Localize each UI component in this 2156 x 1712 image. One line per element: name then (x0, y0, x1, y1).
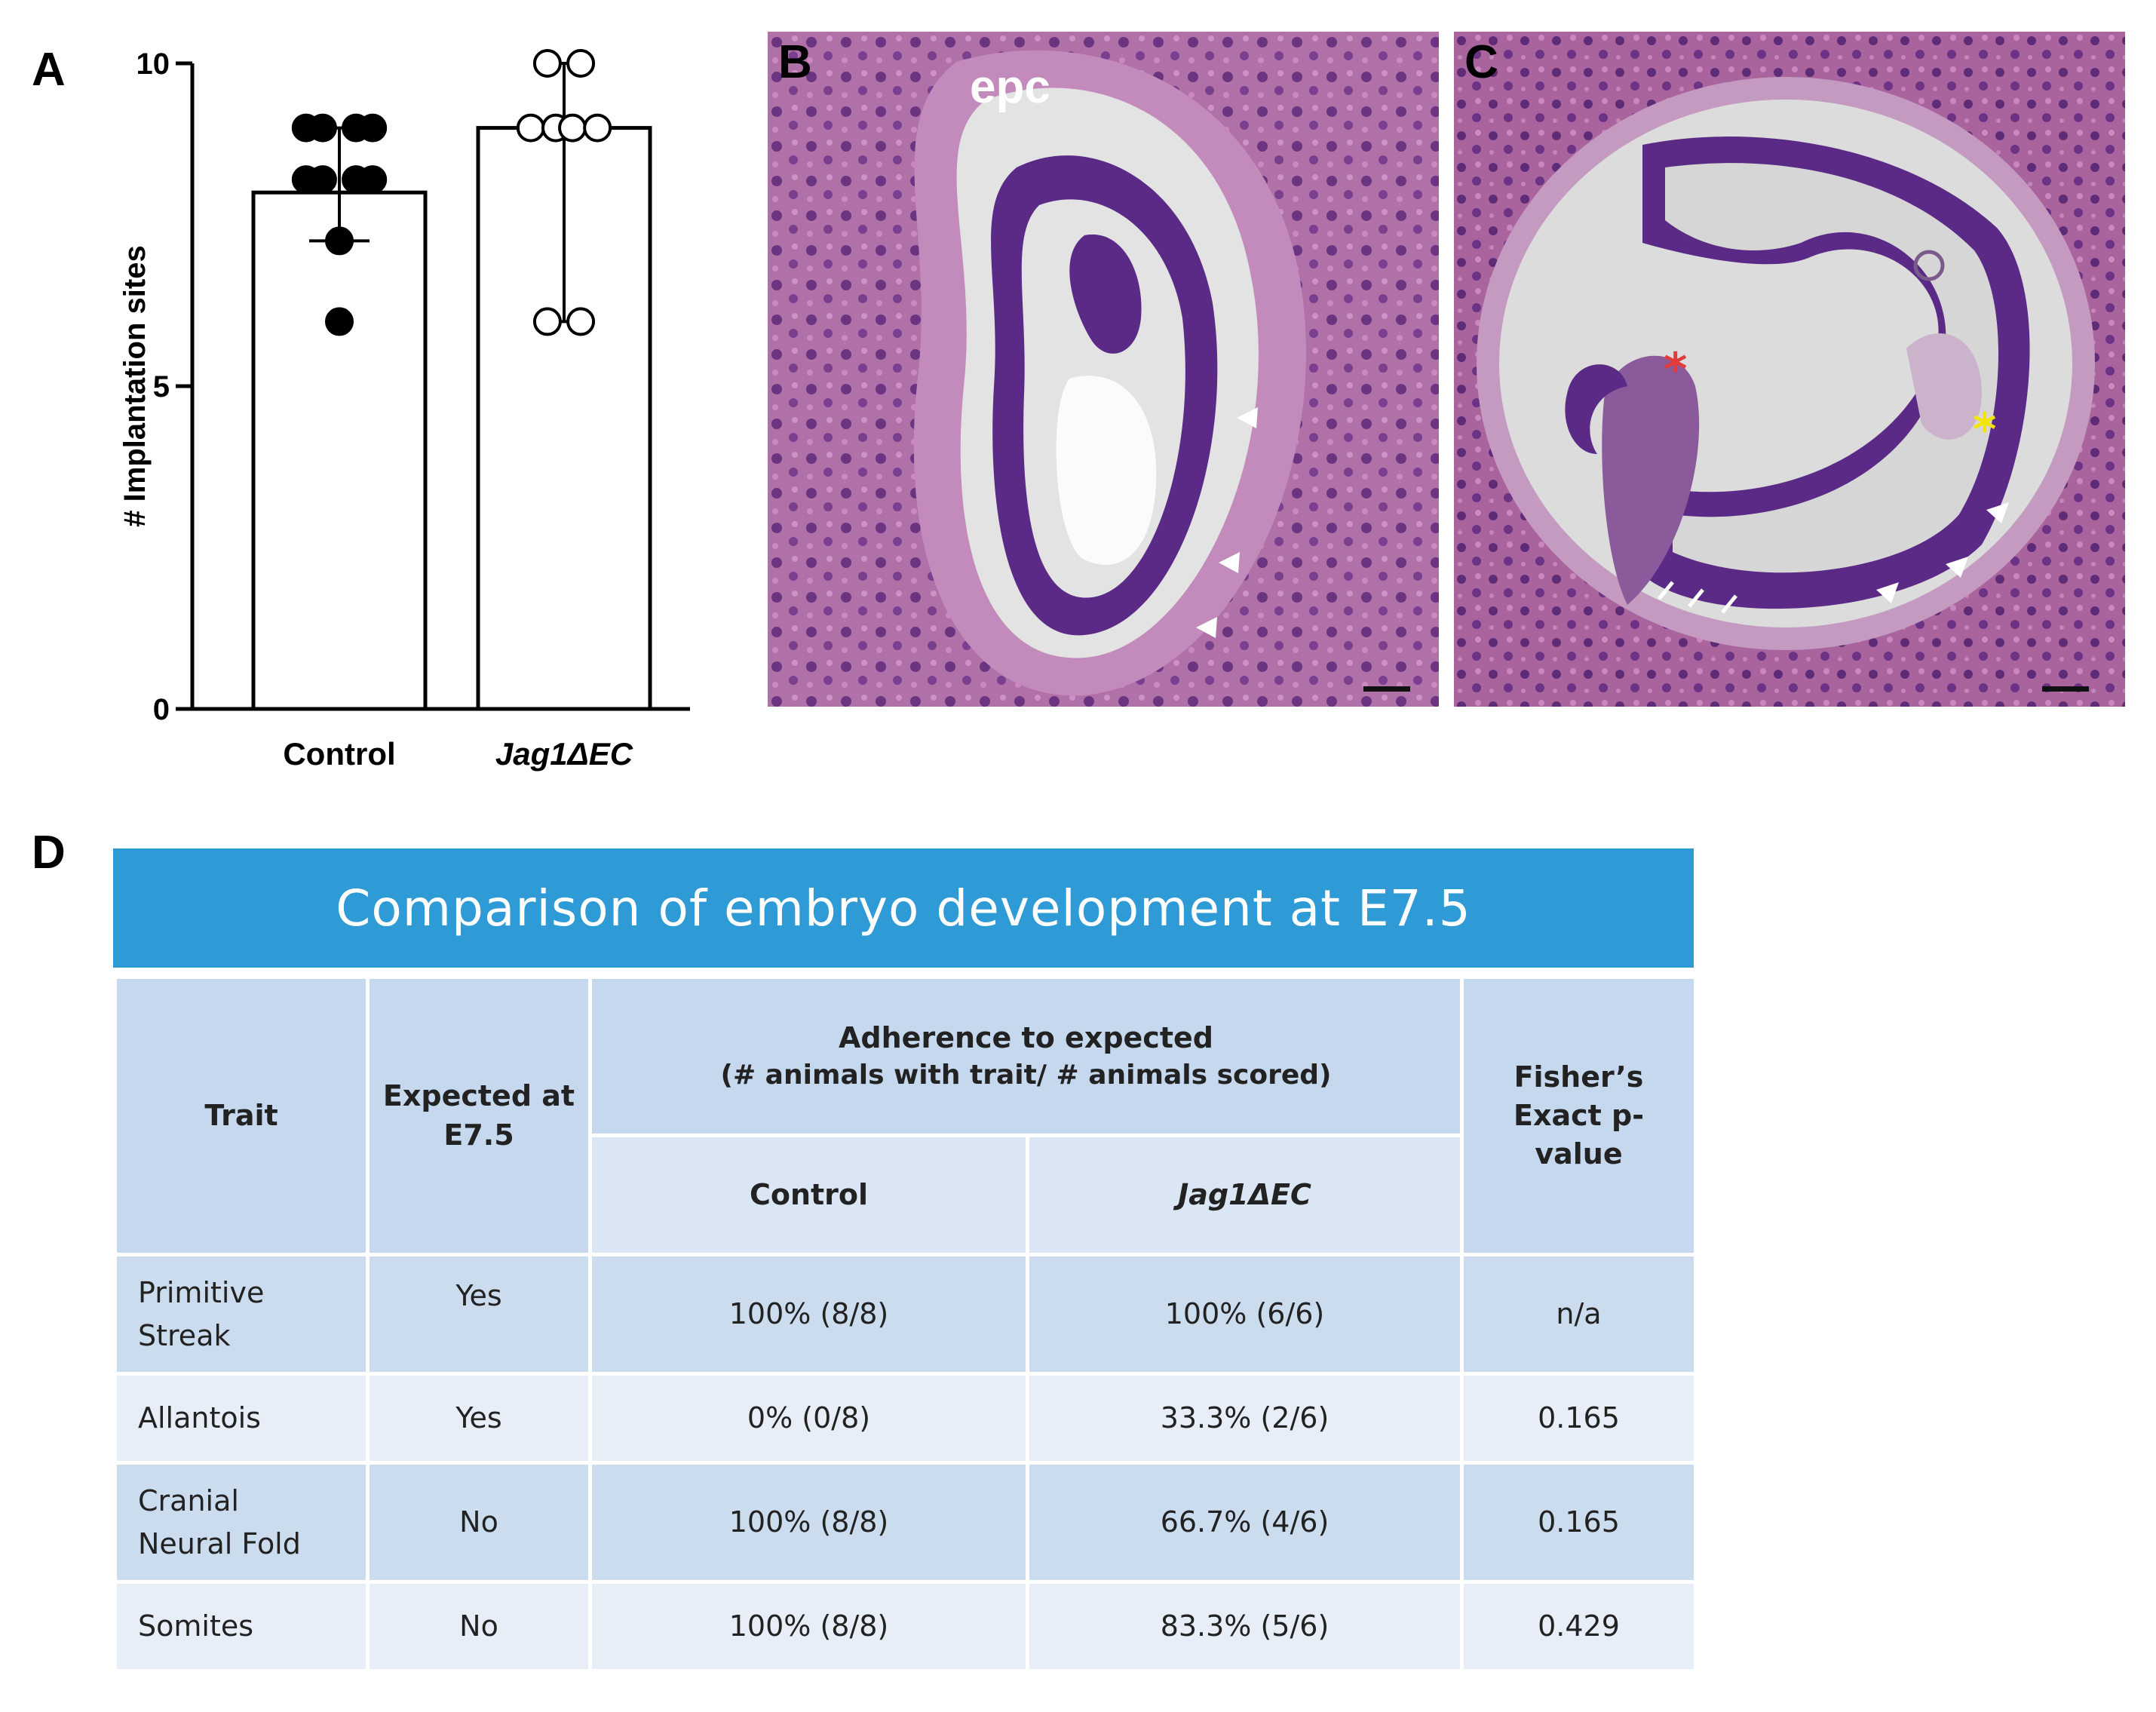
table-title: Comparison of embryo development at E7.5 (113, 848, 1694, 968)
trait-line-1: Cranial (138, 1483, 239, 1517)
category-label: Control (283, 736, 395, 772)
cell-mutant: 33.3% (2/6) (1026, 1372, 1464, 1465)
table-row: Cranial Neural Fold No 100% (8/8) 66.7% … (113, 1461, 1698, 1584)
trait-line-1: Primitive (138, 1275, 265, 1309)
table-row: Somites No 100% (8/8) 83.3% (5/6) 0.429 (113, 1580, 1698, 1673)
y-tick-label: 5 (153, 370, 170, 403)
header-mutant: Jag1ΔEC (1026, 1134, 1464, 1256)
header-expected: Expected at E7.5 (366, 975, 592, 1256)
cell-mutant: 66.7% (4/6) (1026, 1461, 1464, 1584)
cell-expected: Yes (366, 1372, 592, 1465)
data-point (558, 113, 587, 143)
trait-table: Trait Expected at E7.5 Adherence to expe… (113, 975, 1698, 1673)
header-adherence-sub: (# animals with trait/ # animals scored) (720, 1059, 1332, 1091)
panel-letter-a: A (32, 44, 66, 96)
cell-trait: Cranial Neural Fold (113, 1461, 370, 1584)
data-point (566, 49, 596, 78)
micrograph-c: * * C (1454, 32, 2125, 707)
cell-control: 100% (8/8) (588, 1253, 1029, 1376)
red-asterisk-icon: * (1664, 343, 1687, 396)
category-label: Jag1ΔEC (495, 736, 633, 772)
micrograph-b-image (768, 32, 1439, 707)
header-fisher-line-2: Exact p- (1513, 1098, 1644, 1132)
panel-letter-b: B (778, 36, 812, 88)
data-point (358, 165, 388, 195)
panel-letter-d: D (32, 827, 66, 879)
table-row: Primitive Streak Yes 100% (8/8) 100% (6/… (113, 1253, 1698, 1376)
cell-trait: Primitive Streak (113, 1253, 370, 1376)
epc-label: epc (970, 61, 1050, 113)
y-tick-label: 10 (136, 48, 170, 81)
cell-expected: No (366, 1461, 592, 1584)
panel-letter-c: C (1464, 36, 1498, 88)
micrograph-b: B epc (768, 32, 1439, 707)
cell-p-value: 0.165 (1460, 1461, 1698, 1584)
header-adherence: Adherence to expected (# animals with tr… (588, 975, 1464, 1137)
cell-mutant: 100% (6/6) (1026, 1253, 1464, 1376)
cell-mutant: 83.3% (5/6) (1026, 1580, 1464, 1673)
header-fisher-line-1: Fisher’s (1513, 1060, 1644, 1094)
cell-trait: Allantois (113, 1372, 370, 1465)
cell-trait: Somites (113, 1580, 370, 1673)
data-point (308, 113, 337, 143)
header-fisher: Fisher’s Exact p- value (1460, 975, 1698, 1256)
cell-p-value: 0.165 (1460, 1372, 1698, 1465)
cell-expected: Yes (366, 1253, 592, 1376)
trait-line-2: Streak (138, 1318, 231, 1352)
yellow-asterisk-icon: * (1973, 403, 1996, 456)
cell-control: 0% (0/8) (588, 1372, 1029, 1465)
data-point (325, 226, 354, 256)
cell-expected: No (366, 1580, 592, 1673)
cell-control: 100% (8/8) (588, 1461, 1029, 1584)
header-fisher-line-3: value (1535, 1137, 1623, 1171)
trait-line-1: Somites (138, 1609, 254, 1643)
data-point (532, 49, 562, 78)
cell-p-value: 0.429 (1460, 1580, 1698, 1673)
trait-line-2: Neural Fold (138, 1526, 301, 1560)
data-point (358, 113, 388, 143)
header-adherence-title: Adherence to expected (839, 1020, 1213, 1054)
data-point (532, 307, 562, 336)
y-axis-label: # Implantation sites (118, 245, 152, 526)
cell-p-value: n/a (1460, 1253, 1698, 1376)
y-tick-label: 0 (153, 693, 170, 726)
data-point (566, 307, 596, 336)
table-row: Allantois Yes 0% (0/8) 33.3% (2/6) 0.165 (113, 1372, 1698, 1465)
bar (251, 190, 428, 711)
cell-control: 100% (8/8) (588, 1580, 1029, 1673)
data-point (325, 307, 354, 336)
header-control: Control (588, 1134, 1029, 1256)
data-point (583, 113, 612, 143)
data-point (308, 165, 337, 195)
data-point (516, 113, 545, 143)
header-trait: Trait (113, 975, 370, 1256)
micrograph-c-image: * * (1454, 32, 2125, 707)
trait-line-1: Allantois (138, 1401, 261, 1434)
